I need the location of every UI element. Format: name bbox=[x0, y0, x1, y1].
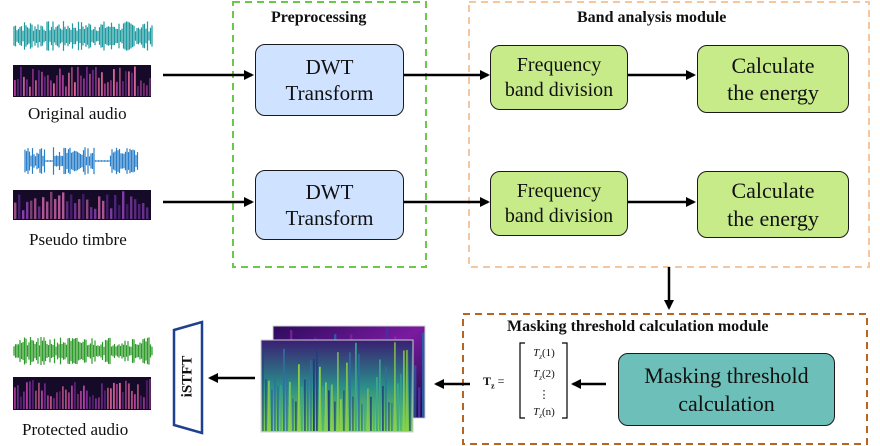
matrix-entry-2: Tz(2) bbox=[525, 366, 563, 387]
matrix-vertical-dots: ⋮ bbox=[538, 389, 550, 402]
protected-spectrogram-streaks bbox=[14, 379, 151, 409]
masking-label-line2: calculation bbox=[678, 390, 775, 416]
calculate-energy-box-2: Calculate the energy bbox=[697, 171, 849, 238]
pseudo-timbre-label: Pseudo timbre bbox=[29, 230, 127, 249]
frequency-band-division-box-1: Frequency band division bbox=[490, 45, 628, 110]
dwt-label-line2: Transform bbox=[285, 81, 374, 105]
original-audio-label: Original audio bbox=[28, 104, 127, 123]
matrix-entry-subscript: z bbox=[539, 374, 543, 383]
dwt-label-line1: DWT bbox=[305, 179, 354, 204]
pseudo-spectrogram-streaks bbox=[14, 191, 149, 219]
matrix-entry-symbol: T bbox=[533, 347, 540, 359]
istft-label: iSTFT bbox=[179, 355, 196, 398]
frequency-label-line1: Frequency bbox=[516, 53, 602, 76]
frequency-label-line1: Frequency bbox=[516, 179, 602, 202]
original-audio-waveform bbox=[13, 21, 153, 51]
dwt-transform-box-2: DWT Transform bbox=[255, 170, 404, 240]
dwt-label-line1: DWT bbox=[305, 54, 354, 79]
matrix-right-bracket bbox=[562, 342, 568, 419]
matrix-entry-symbol: T bbox=[533, 406, 540, 419]
matrix-entry-1: Tz(1) bbox=[525, 345, 563, 366]
matrix-entry-arg: (n) bbox=[542, 406, 555, 419]
matrix-entry-arg: (1) bbox=[542, 347, 555, 359]
frequency-label-line2: band division bbox=[504, 204, 614, 227]
protected-audio-waveform bbox=[13, 337, 153, 365]
masking-title: Masking threshold calculation module bbox=[507, 318, 769, 335]
matrix-left-bracket bbox=[519, 342, 525, 419]
matrix-equals: = bbox=[494, 374, 505, 388]
pseudo-timbre-waveform bbox=[24, 147, 139, 175]
matrix-entry-symbol: T bbox=[533, 368, 540, 381]
front-spectrogram-streaks bbox=[262, 342, 411, 431]
original-spectrogram-streaks bbox=[14, 66, 151, 96]
matrix-entry-arg: (2) bbox=[542, 368, 555, 381]
matrix-lhs-symbol: T bbox=[483, 374, 492, 388]
masking-threshold-box: Masking threshold calculation bbox=[618, 353, 835, 426]
matrix-entry-subscript: z bbox=[539, 353, 543, 362]
matrix-entry-dots: ⋮ bbox=[525, 387, 563, 404]
dwt-transform-box-1: DWT Transform bbox=[255, 44, 404, 116]
energy-label-line1: Calculate bbox=[731, 178, 815, 203]
preprocessing-title: Preprocessing bbox=[271, 9, 367, 26]
matrix-lhs-subscript: z bbox=[491, 381, 495, 391]
dwt-label-line2: Transform bbox=[285, 206, 374, 230]
matrix-lhs: Tz = bbox=[483, 374, 504, 390]
energy-label-line1: Calculate bbox=[731, 52, 815, 78]
masking-label-line1: Masking threshold bbox=[644, 363, 809, 388]
energy-label-line2: the energy bbox=[727, 80, 819, 105]
frequency-label-line2: band division bbox=[504, 78, 614, 101]
matrix-entry-subscript: z bbox=[539, 412, 543, 421]
frequency-band-division-box-2: Frequency band division bbox=[490, 171, 628, 236]
matrix-entries: Tz(1) Tz(2) ⋮ Tz(n) bbox=[525, 345, 563, 426]
masking-border bbox=[462, 313, 868, 445]
matrix-entry-n: Tz(n) bbox=[525, 404, 563, 425]
preprocessing-border bbox=[232, 1, 427, 268]
istft-block bbox=[172, 320, 204, 435]
calculate-energy-box-1: Calculate the energy bbox=[697, 45, 849, 113]
energy-label-line2: the energy bbox=[727, 205, 819, 231]
band-analysis-title: Band analysis module bbox=[577, 9, 727, 26]
protected-audio-label: Protected audio bbox=[22, 420, 129, 439]
